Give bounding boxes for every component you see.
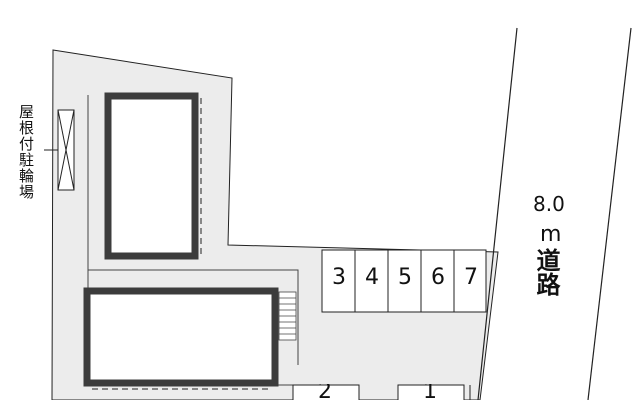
road-width-label: 8.0: [533, 192, 565, 216]
walkway-outline-2: [88, 269, 299, 365]
parking-slot-5: 5: [398, 265, 412, 290]
building-b: [83, 287, 279, 387]
bicycle-parking-cross-b: [57, 109, 75, 191]
parking-slot-4: 4: [365, 265, 379, 290]
road-edge-left: [477, 27, 518, 400]
road-width-unit: m: [540, 222, 562, 247]
stairs: [278, 291, 297, 341]
parking-slot-2-box: [292, 384, 360, 400]
bicycle-parking-label: 屋根付駐輪場: [17, 104, 35, 200]
parking-slot-row: [321, 249, 487, 313]
parking-slot-6: 6: [431, 265, 445, 290]
road-edge-right: [587, 27, 632, 400]
parking-slot-7: 7: [464, 265, 478, 290]
parking-slot-1-box: [397, 384, 465, 400]
building-a: [104, 92, 199, 260]
parking-slot-2: 2: [318, 384, 332, 400]
parking-slot-1: 1: [423, 384, 437, 400]
road-name-label: 道路: [532, 248, 560, 296]
parking-slot-3: 3: [332, 265, 346, 290]
